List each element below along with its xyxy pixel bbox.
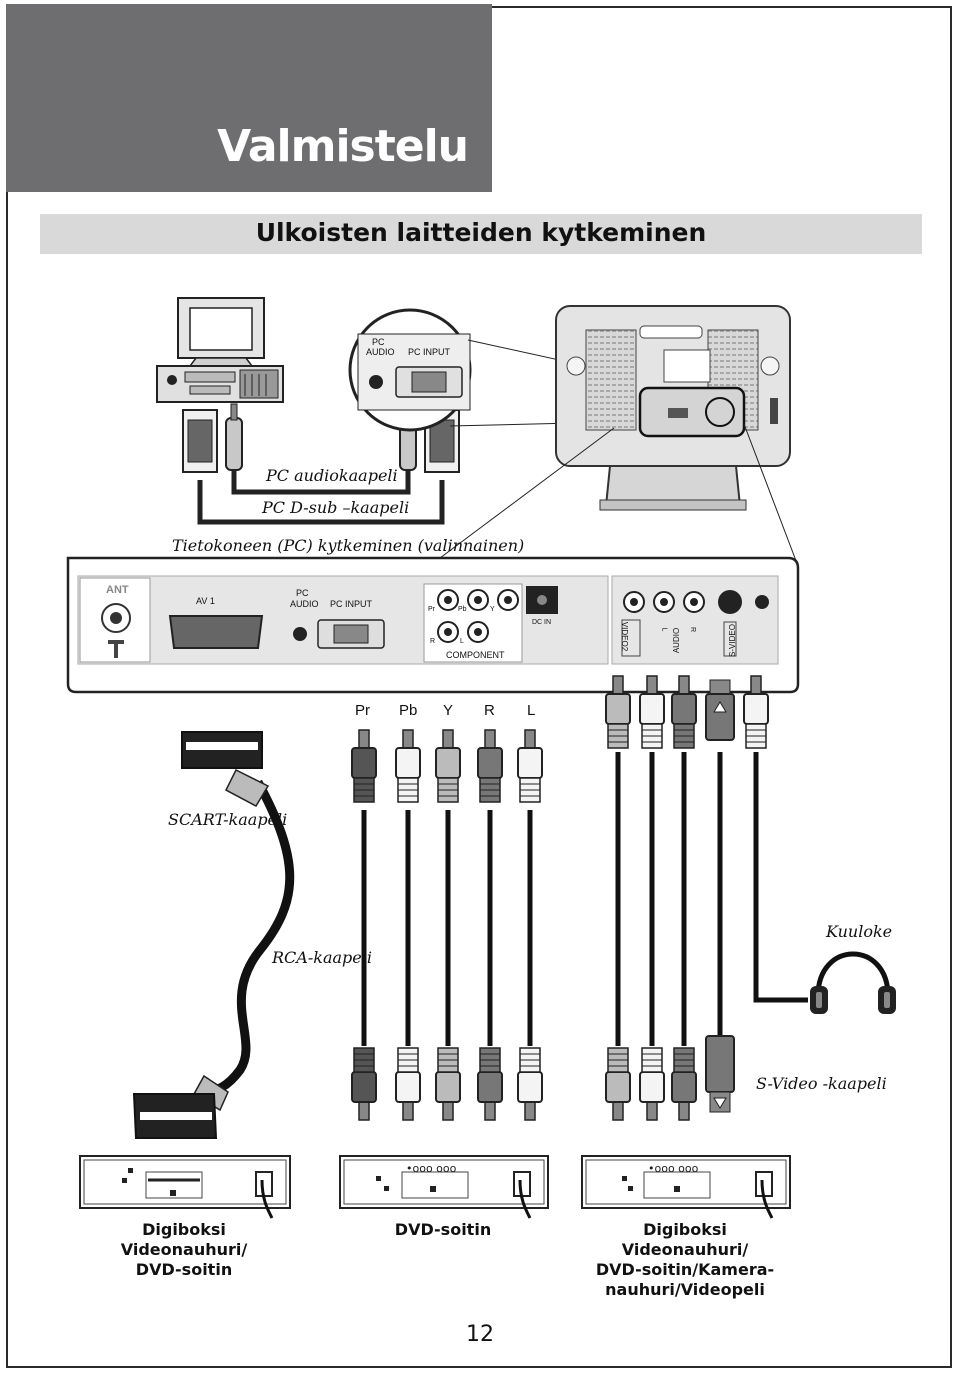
jack-label-pb: Pb (399, 702, 418, 719)
pc-input-zoom (348, 308, 701, 432)
side-r-label: R (689, 626, 697, 633)
connector-panel (66, 556, 800, 694)
page-title: Valmistelu (217, 121, 469, 172)
panel-pr-label: Pr (428, 606, 435, 613)
panel-r-label: R (430, 638, 436, 645)
zoom-pc-label: PC (372, 337, 385, 347)
svideo-port-label: S-VIDEO (727, 624, 737, 657)
device-3-illustration: •ooo ooo (581, 1155, 791, 1219)
jack-label-y: Y (443, 702, 454, 719)
pc-connection-caption: Tietokoneen (PC) kytkeminen (valinnainen… (172, 536, 525, 555)
ant-label: ANT (106, 584, 129, 596)
scart-cable (132, 731, 295, 1139)
pc-audio-cable-label: PC audiokaapeli (266, 466, 398, 485)
zoom-line-left (439, 427, 615, 559)
device-3-line-2: Videonauhuri/ (621, 1240, 749, 1259)
pc-dsub-cable-label: PC D-sub –kaapeli (262, 498, 410, 517)
panel-y-label: Y (490, 606, 495, 613)
svg-text:•ooo ooo: •ooo ooo (648, 1162, 699, 1175)
computer-illustration (156, 297, 284, 403)
side-l-label: L (660, 627, 668, 632)
rca-cable-label: RCA-kaapeli (272, 948, 372, 967)
device-1-line-1: Digiboksi (142, 1220, 226, 1239)
device-3-line-1: Digiboksi (643, 1220, 727, 1239)
device-2-label: DVD-soitin (358, 1220, 528, 1240)
dc-in-label: DC IN (532, 619, 552, 626)
panel-pc-label: PC (296, 588, 309, 598)
device-1-line-3: DVD-soitin (135, 1260, 233, 1279)
jack-label-l: L (527, 702, 536, 719)
component-label: COMPONENT (446, 650, 505, 660)
zoom-audio-label: AUDIO (366, 347, 395, 357)
av1-label: AV 1 (196, 596, 215, 606)
device-1-line-2: Videonauhuri/ (120, 1240, 248, 1259)
page-number: 12 (466, 1322, 494, 1347)
device-3-line-3: DVD-soitin/Kamera- (595, 1260, 775, 1279)
panel-pb-label: Pb (458, 606, 467, 613)
side-audio-label: AUDIO (672, 627, 682, 654)
device-1-label: Digiboksi Videonauhuri/ DVD-soitin (100, 1220, 268, 1280)
headphone-icon (810, 951, 896, 1014)
panel-l-label: L (460, 638, 464, 645)
video2-label: VIDEO2 (620, 621, 630, 652)
panel-audio-label: AUDIO (290, 599, 319, 609)
zoom-line-right (743, 423, 799, 567)
zoom-pc-input-label: PC INPUT (408, 347, 451, 357)
device-1-illustration (79, 1155, 291, 1219)
svideo-cable-label: S-Video -kaapeli (756, 1074, 887, 1093)
svg-text:•ooo ooo: •ooo ooo (406, 1162, 457, 1175)
jack-label-r: R (484, 702, 495, 719)
side-av-cables (605, 675, 808, 1121)
device-2-illustration: •ooo ooo (339, 1155, 549, 1219)
section-title: Ulkoisten laitteiden kytkeminen (255, 218, 707, 247)
jack-label-pr: Pr (355, 702, 370, 719)
tv-back-illustration (555, 305, 791, 511)
component-cables (351, 729, 543, 1121)
pc-cables (182, 403, 460, 525)
device-3-line-4: nauhuri/Videopeli (605, 1280, 765, 1299)
headphone-label: Kuuloke (826, 922, 893, 941)
device-3-label: Digiboksi Videonauhuri/ DVD-soitin/Kamer… (580, 1220, 790, 1300)
scart-cable-label: SCART-kaapeli (168, 810, 288, 829)
title-banner: Valmistelu (6, 4, 492, 192)
panel-pc-input-label: PC INPUT (330, 599, 373, 609)
device-2-line-1: DVD-soitin (394, 1220, 492, 1239)
section-banner: Ulkoisten laitteiden kytkeminen (40, 214, 922, 254)
